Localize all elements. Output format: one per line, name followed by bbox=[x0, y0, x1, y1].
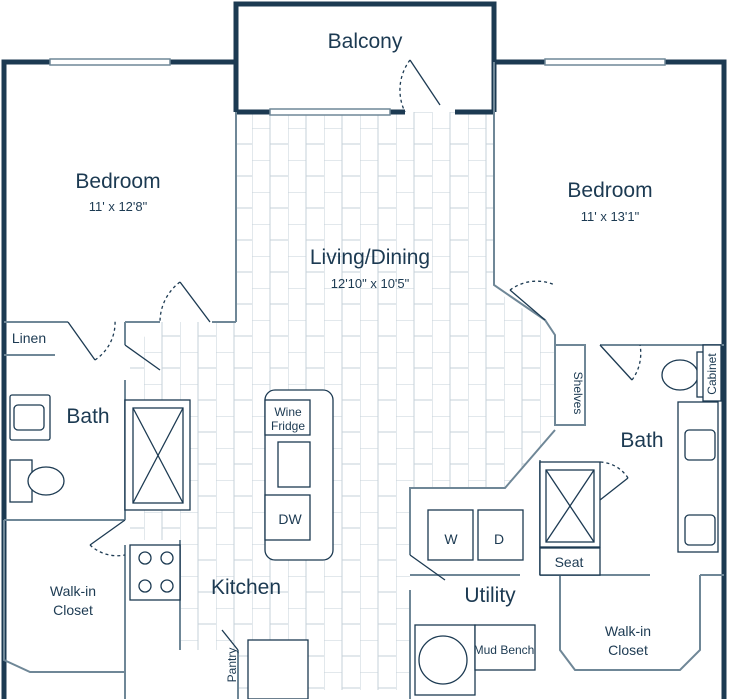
shelves-label: Shelves bbox=[571, 372, 585, 415]
living-dining-dims: 12'10" x 10'5" bbox=[331, 276, 410, 291]
seat-label: Seat bbox=[555, 554, 584, 570]
bedroom-right-label: Bedroom bbox=[567, 179, 652, 202]
pantry-label: Pantry bbox=[225, 648, 239, 683]
wine-fridge-label-line1: Wine bbox=[274, 405, 302, 419]
walkin-left-label-line1: Walk-in bbox=[50, 583, 96, 599]
walkin-right-label-line2: Closet bbox=[608, 642, 648, 658]
walkin-right-label-line1: Walk-in bbox=[605, 623, 651, 639]
bath-left-label: Bath bbox=[66, 405, 109, 428]
mud-bench-label: Mud Bench bbox=[474, 643, 535, 657]
kitchen-label: Kitchen bbox=[211, 576, 281, 599]
room-labels: Balcony Bedroom 11' x 12'8" Bedroom 11' … bbox=[12, 30, 719, 682]
walkin-left-label-line2: Closet bbox=[53, 602, 93, 618]
bedroom-left-label: Bedroom bbox=[75, 170, 160, 193]
utility-label: Utility bbox=[464, 584, 516, 607]
bath-right-label: Bath bbox=[620, 429, 663, 452]
linen-label: Linen bbox=[12, 330, 46, 346]
door-swings bbox=[67, 59, 642, 651]
dishwasher-label: DW bbox=[278, 511, 302, 527]
balcony-label: Balcony bbox=[328, 30, 403, 53]
windows bbox=[49, 58, 666, 116]
washer-label: W bbox=[444, 531, 458, 547]
dryer-label: D bbox=[494, 531, 504, 547]
wine-fridge-label-line2: Fridge bbox=[271, 419, 305, 433]
bedroom-right-dims: 11' x 13'1" bbox=[581, 209, 640, 224]
fixtures bbox=[9, 344, 722, 699]
bedroom-left-dims: 11' x 12'8" bbox=[89, 199, 148, 214]
cabinet-label: Cabinet bbox=[705, 353, 719, 395]
living-dining-label: Living/Dining bbox=[310, 246, 430, 269]
